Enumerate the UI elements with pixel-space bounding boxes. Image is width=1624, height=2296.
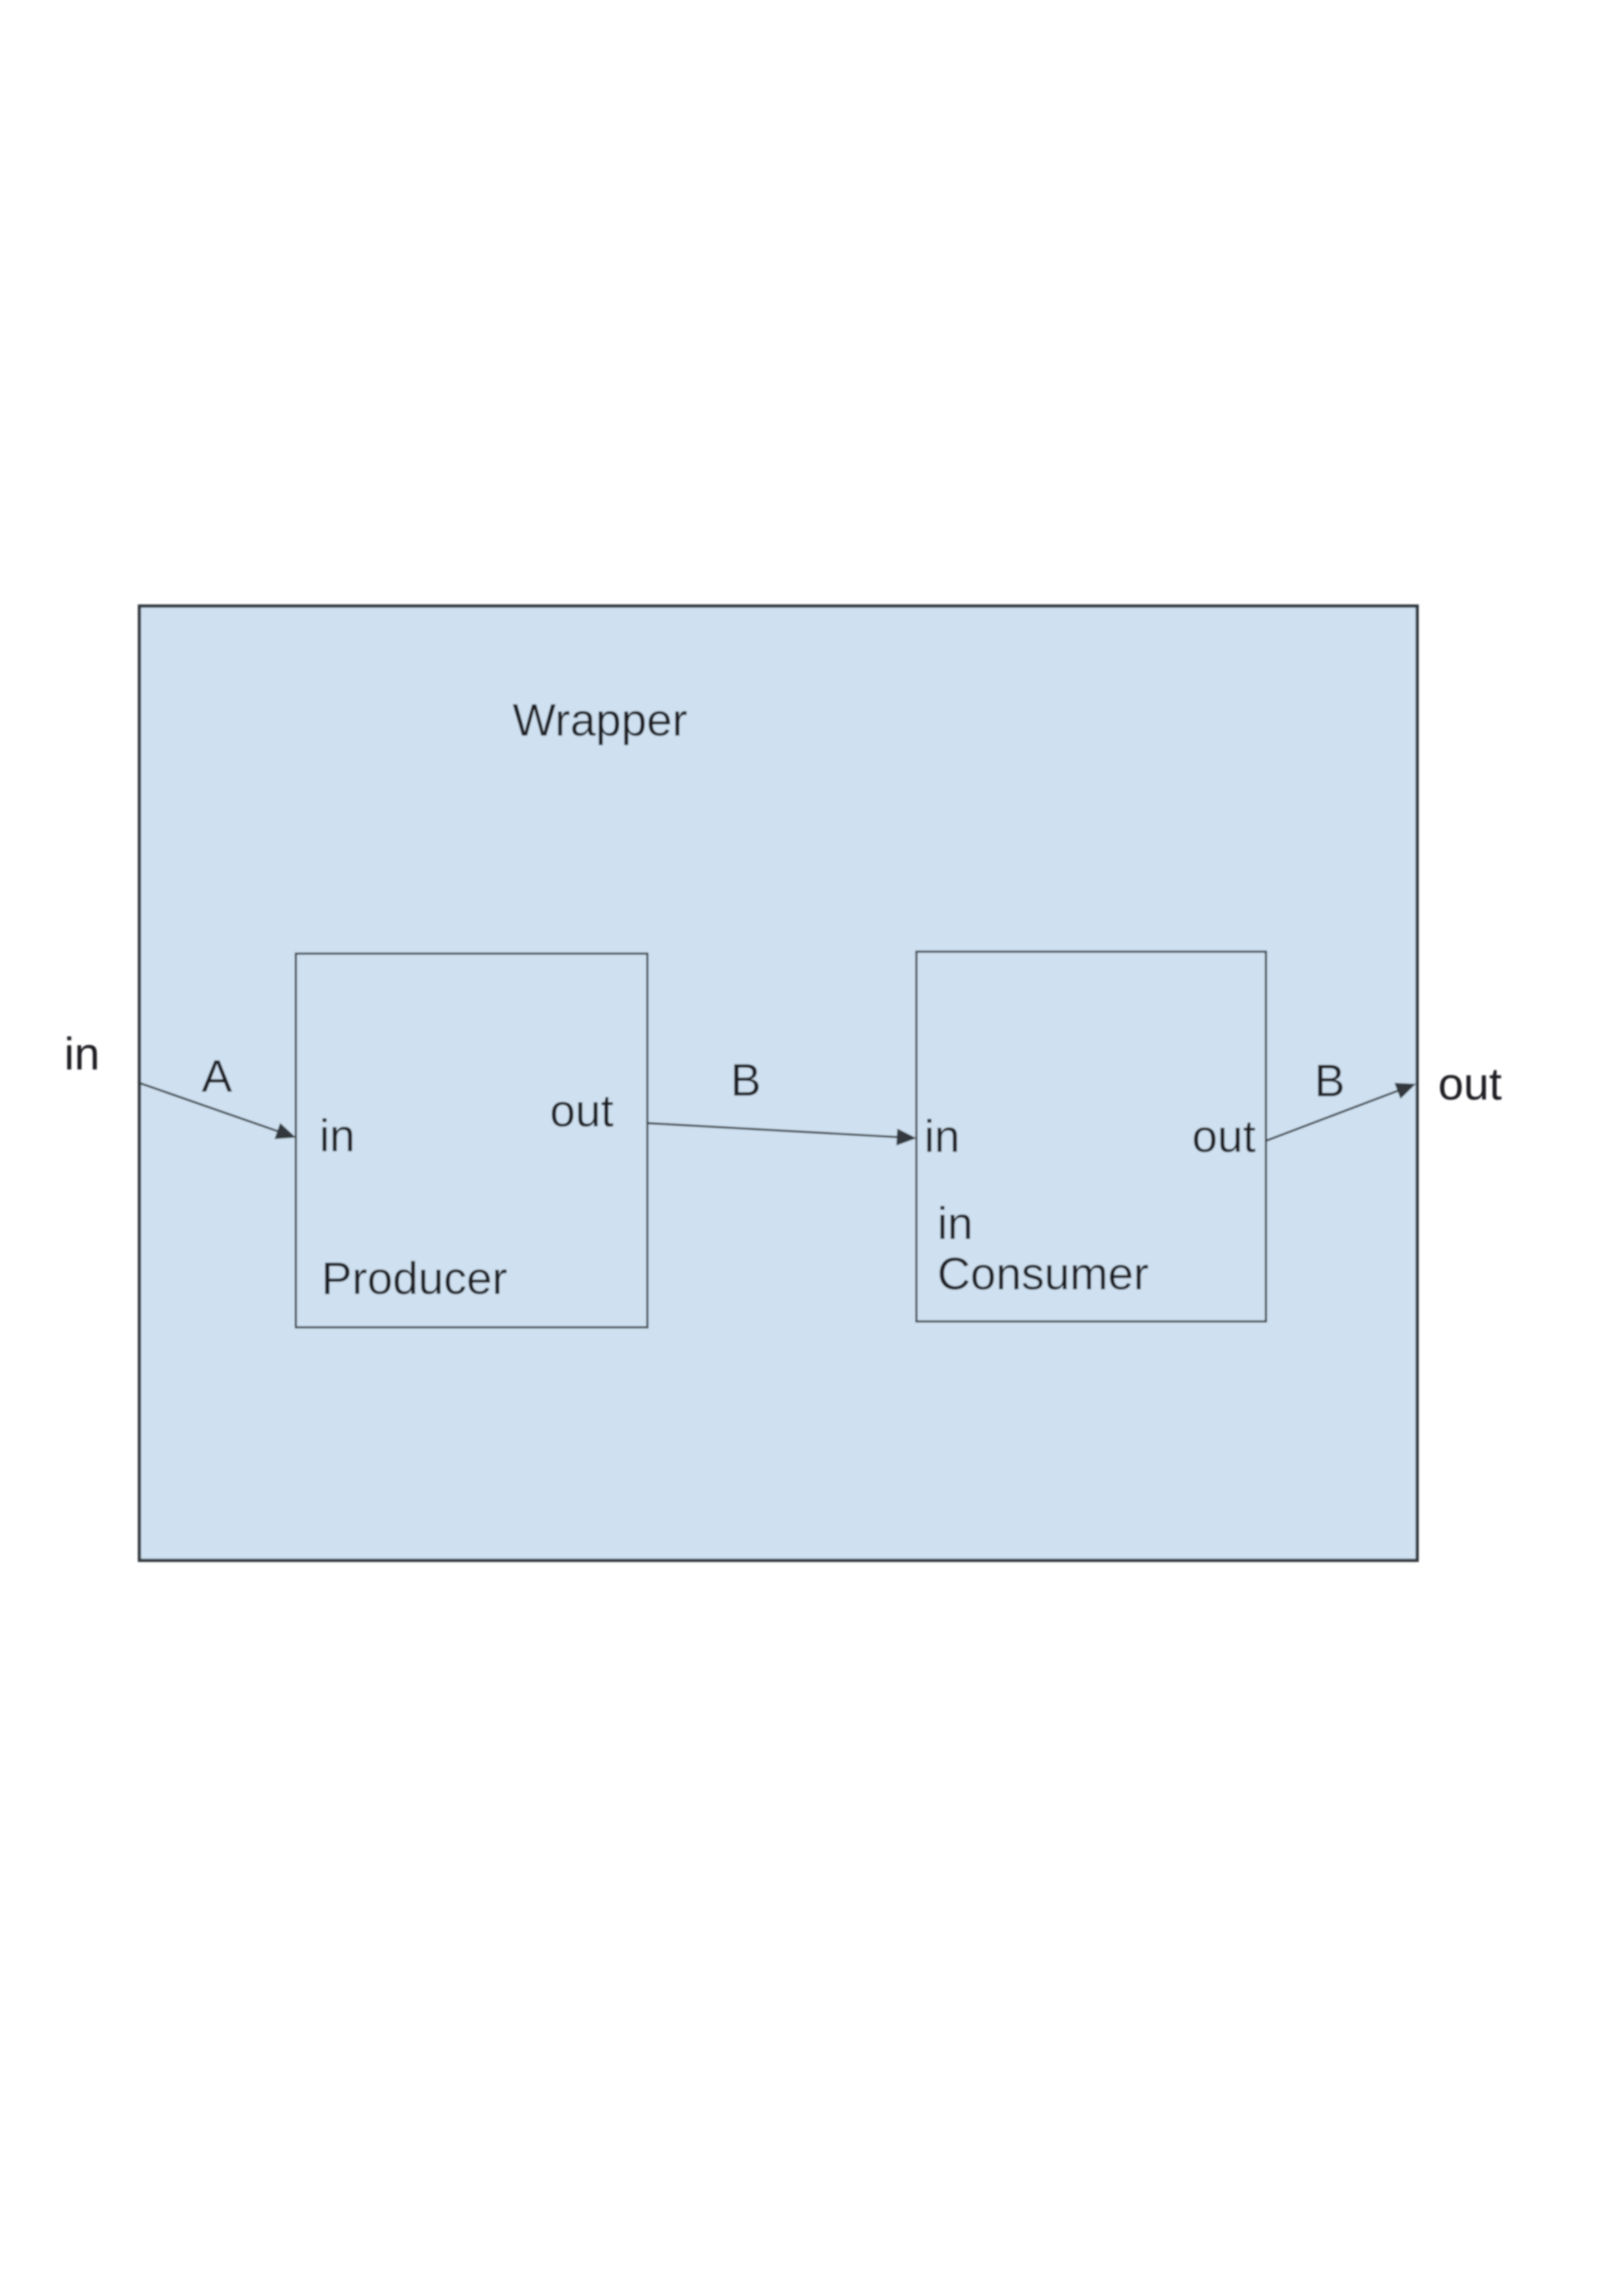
svg-text:out: out <box>1438 1058 1502 1109</box>
svg-text:Wrapper: Wrapper <box>513 694 687 745</box>
svg-text:in: in <box>64 1028 99 1079</box>
svg-text:A: A <box>202 1050 232 1102</box>
svg-text:B: B <box>1314 1055 1345 1106</box>
svg-text:out: out <box>550 1085 613 1136</box>
svg-text:Producer: Producer <box>321 1253 507 1304</box>
svg-text:Consumer: Consumer <box>937 1248 1149 1299</box>
svg-text:in: in <box>924 1111 960 1162</box>
svg-text:B: B <box>731 1054 761 1105</box>
svg-text:in: in <box>937 1198 973 1249</box>
svg-text:in: in <box>319 1110 355 1161</box>
svg-text:out: out <box>1192 1111 1255 1162</box>
